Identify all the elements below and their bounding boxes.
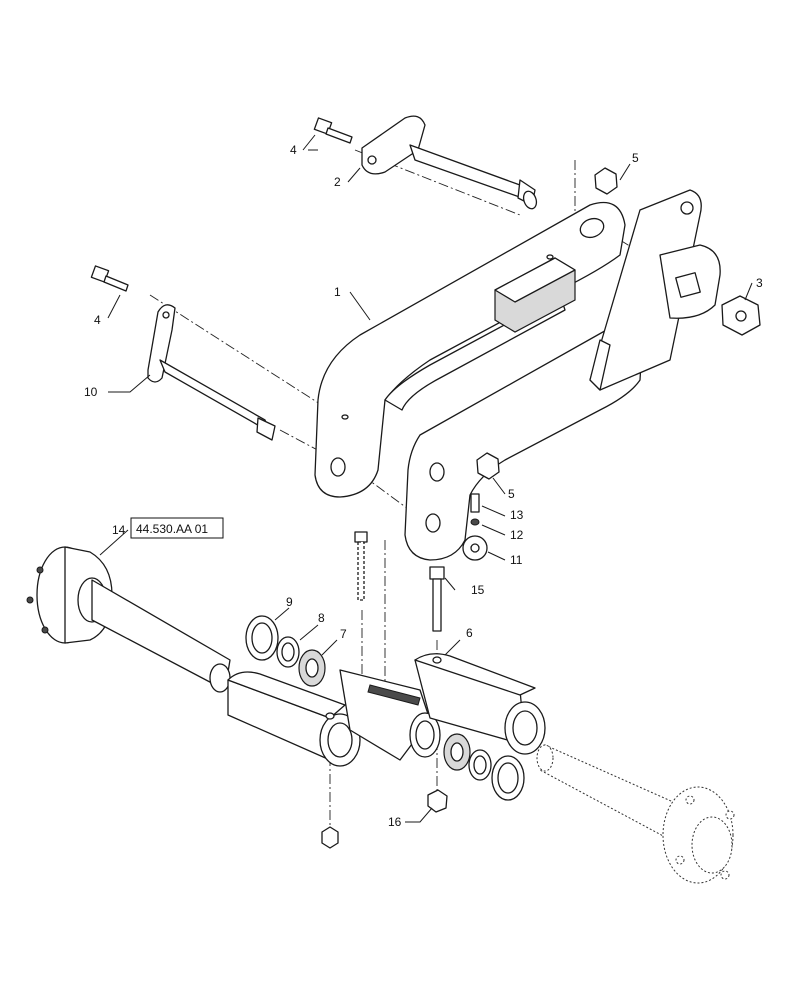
lower-nut (321, 826, 339, 849)
nut-part-16 (427, 789, 448, 813)
callout-1: 1 (334, 285, 341, 299)
callout-labels: 1 2 3 4 4 5 5 6 7 8 9 10 11 12 13 14 15 … (84, 143, 763, 829)
callout-4-lower: 4 (94, 313, 101, 327)
callout-16: 16 (388, 815, 402, 829)
callout-6: 6 (466, 626, 473, 640)
bolt-part-4-upper (313, 117, 353, 144)
pin-plate-part-2 (361, 115, 538, 210)
screw-part-13 (470, 493, 480, 513)
fitting-part-11 (462, 535, 488, 561)
reference-box[interactable]: 44.530.AA 01 (130, 517, 224, 539)
seal-right (491, 755, 525, 801)
callout-10: 10 (84, 385, 98, 399)
callout-5-upper: 5 (632, 151, 639, 165)
phantom-hub-spindle (536, 744, 735, 884)
callout-13: 13 (510, 508, 524, 522)
bearing-part-7 (298, 649, 326, 687)
race-part-8 (276, 636, 300, 668)
pin-plate-part-10 (147, 304, 276, 441)
callout-15: 15 (471, 583, 485, 597)
axle-housing-part-6 (227, 653, 546, 767)
callout-8: 8 (318, 611, 325, 625)
bearing-right (443, 733, 471, 771)
race-right (468, 749, 492, 781)
bolt-part-15 (429, 566, 445, 632)
callout-5-lower: 5 (508, 487, 515, 501)
seal-part-9 (245, 615, 279, 661)
reference-label: 44.530.AA 01 (136, 522, 208, 536)
washer-part-12 (470, 518, 480, 526)
callout-4-upper: 4 (290, 143, 297, 157)
callout-11: 11 (510, 553, 523, 567)
callout-7: 7 (340, 627, 347, 641)
long-bolt (354, 531, 368, 601)
nut-part-5-lower (476, 452, 500, 480)
hub-spindle-part-14 (26, 546, 231, 693)
leader-lines (99, 134, 753, 823)
callout-14: 14 (112, 523, 126, 537)
callout-12: 12 (510, 528, 524, 542)
callout-2: 2 (334, 175, 341, 189)
callout-9: 9 (286, 595, 293, 609)
main-arm-part-1 (314, 189, 721, 561)
bolt-part-4-lower (90, 265, 129, 292)
callout-3: 3 (756, 276, 763, 290)
nut-part-3 (721, 295, 761, 336)
nut-part-5-upper (594, 167, 618, 195)
